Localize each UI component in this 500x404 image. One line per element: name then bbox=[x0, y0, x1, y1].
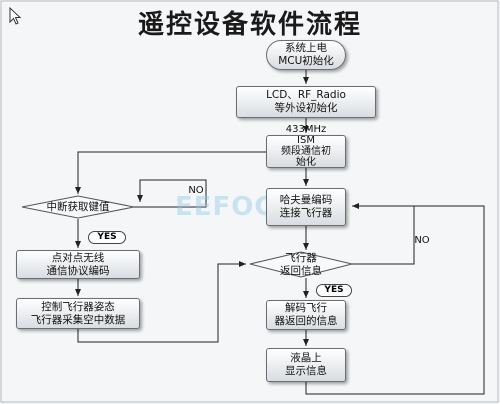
node-ism-init: 433MHz ISM 频段通信初 始化 bbox=[266, 124, 346, 168]
node-aircraft-return: 飞行器 返回信息 bbox=[280, 251, 322, 277]
node-decode-return: 解码飞行 器返回的信息 bbox=[266, 300, 346, 330]
node-peripheral-init: LCD、RF_Radio 等外设初始化 bbox=[236, 86, 376, 118]
mouse-cursor-icon bbox=[9, 6, 22, 25]
node-huffman-connect: 哈夫曼编码 连接飞行器 bbox=[266, 188, 346, 226]
arrow-no-loop-left bbox=[134, 179, 207, 208]
label-no-right: NO bbox=[414, 234, 430, 246]
diagram-title: 遥控设备软件流程 bbox=[137, 10, 362, 40]
node-system-power-on: 系统上电 MCU初始化 bbox=[266, 40, 346, 70]
label-yes-right: YES bbox=[316, 284, 352, 297]
arrow-control-to-diamond bbox=[77, 261, 246, 343]
node-lcd-display: 液晶上 显示信息 bbox=[266, 348, 346, 382]
arrow-display-loop-back bbox=[305, 205, 485, 395]
node-interrupt-key: 中断获取键值 bbox=[46, 200, 110, 213]
arrow-ism-to-interrupt bbox=[75, 151, 266, 194]
label-no-left: NO bbox=[188, 184, 204, 196]
node-protocol-encode: 点对点无线 通信协议编码 bbox=[16, 250, 140, 279]
label-yes-left: YES bbox=[88, 231, 126, 244]
node-control-aircraft: 控制飞行器姿态 飞行器采集空中数据 bbox=[16, 298, 140, 329]
arrow-no-loop-right bbox=[352, 203, 415, 265]
